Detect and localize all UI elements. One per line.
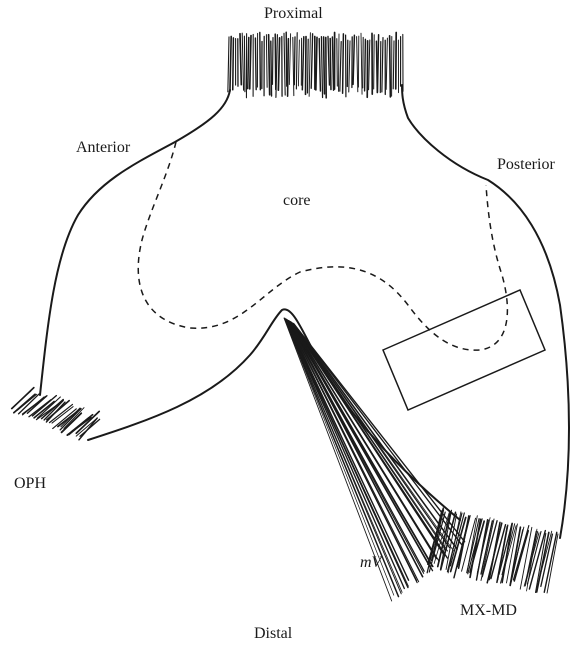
- label-mx-md: MX-MD: [460, 603, 517, 619]
- proximal-root-fibers: [228, 32, 403, 98]
- label-proximal: Proximal: [264, 6, 323, 22]
- label-oph: OPH: [14, 476, 46, 492]
- label-anterior: Anterior: [76, 140, 130, 156]
- mx-md-nerve-fibers: [427, 508, 558, 593]
- label-mv: mV: [360, 555, 381, 571]
- label-posterior: Posterior: [497, 157, 555, 173]
- region-rectangle: [383, 290, 545, 410]
- oph-nerve-fibers: [11, 388, 99, 440]
- core-boundary-dashed: [138, 142, 507, 350]
- label-core: core: [283, 193, 311, 209]
- label-distal: Distal: [254, 626, 292, 642]
